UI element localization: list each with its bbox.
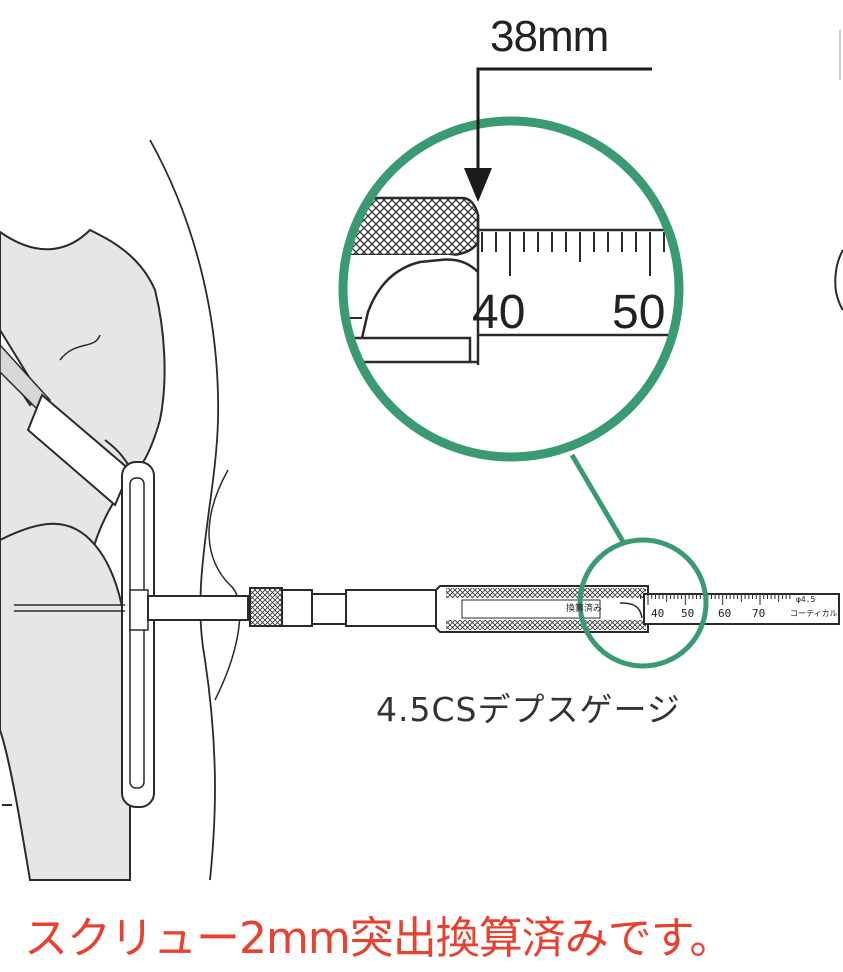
guide-instrument [0, 328, 132, 507]
side-plate [121, 461, 155, 808]
small-scale-label-70: 70 [752, 607, 766, 620]
magnified-view [338, 116, 684, 462]
soft-tissue-outline [149, 139, 220, 881]
scale-label-40: 40 [472, 286, 526, 339]
femoral-shaft [0, 522, 131, 881]
femur-illustration [0, 139, 241, 881]
gauge-body-text: 換算済み [566, 604, 603, 614]
note-text: スクリュー2mm突出換算済みです。 [24, 913, 733, 964]
magnified-scale-ticks [481, 232, 679, 276]
small-scale-label-40: 40 [651, 607, 665, 620]
scale-label-50: 50 [612, 286, 666, 339]
small-scale-label-50: 50 [681, 607, 695, 620]
depth-gauge [147, 585, 840, 633]
guide-wire [14, 604, 125, 612]
highlight-circle-small [577, 537, 709, 669]
measurement-arrow [464, 67, 652, 202]
gauge-name-label: 4.5CSデプスゲージ [376, 690, 681, 729]
connector-line [569, 453, 628, 547]
gauge-tip-text-2: コーティカル [790, 609, 838, 618]
measurement-label: 38mm [490, 12, 609, 61]
gauge-tip-text-1: φ4.5 [796, 595, 816, 604]
small-scale-ticks [640, 595, 791, 605]
highlight-circle-large [338, 116, 684, 462]
small-scale-label-60: 60 [718, 607, 732, 620]
